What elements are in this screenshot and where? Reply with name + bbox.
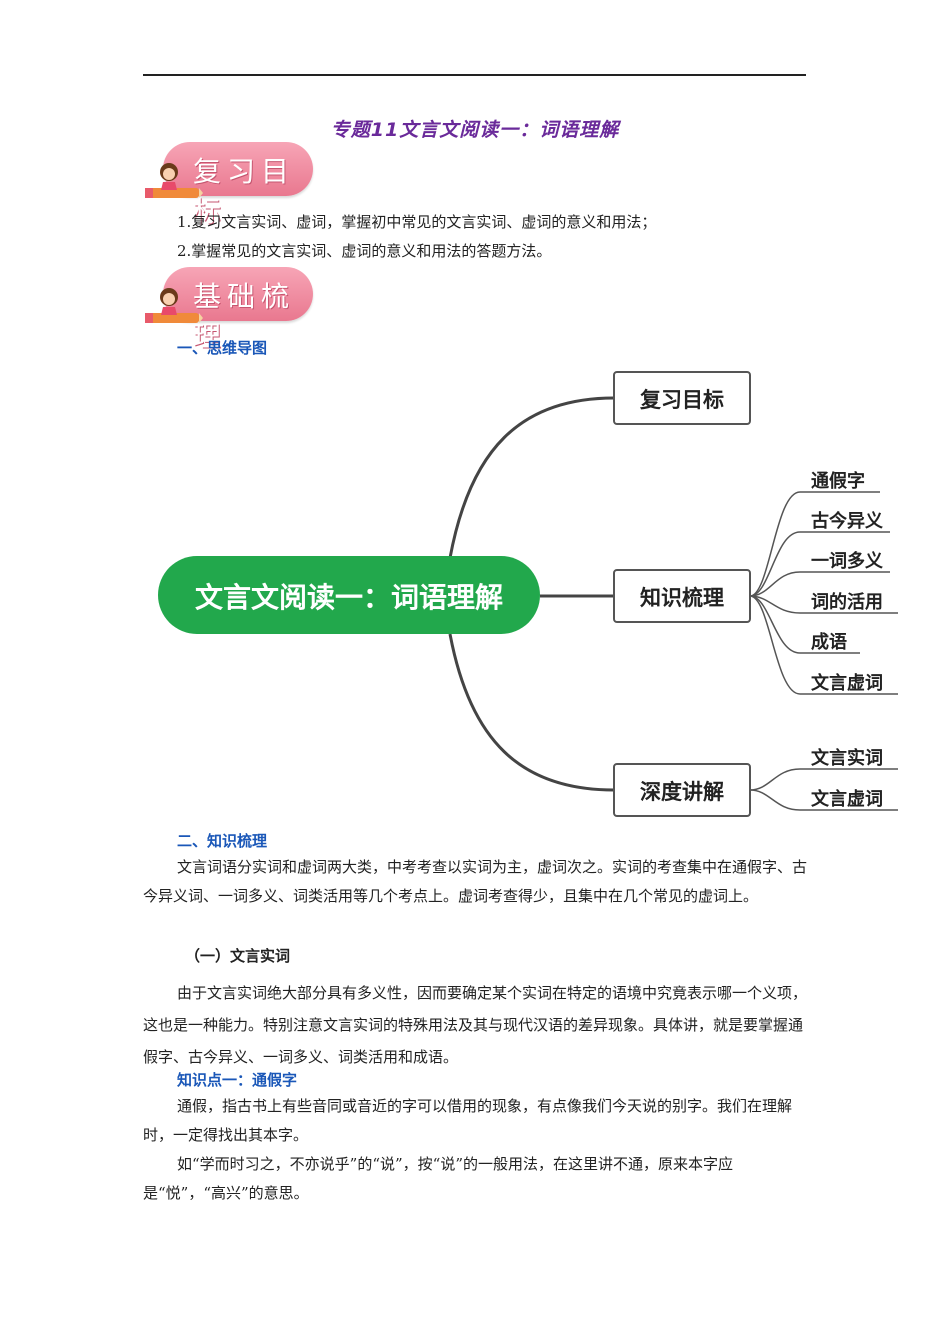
mind-map: 文言文阅读一：词语理解 复习目标 知识梳理 深度讲解 通假字 古今异义 一词多义… bbox=[158, 371, 898, 817]
leaf-node: 词的活用 bbox=[811, 591, 883, 613]
objective-item: 1.复习文言实词、虚词，掌握初中常见的文言实词、虚词的意义和用法； bbox=[177, 213, 657, 231]
document-title: 专题11文言文阅读一：词语理解 bbox=[330, 119, 620, 141]
badge-pill: 复习目标 bbox=[163, 142, 313, 228]
branch-node bbox=[613, 569, 751, 623]
intro-paragraph: 文言词语分实词和虚词两大类，中考考查以实词为主，虚词次之。实词的考查集中在通假字… bbox=[143, 858, 808, 905]
leaf-node: 文言实词 bbox=[811, 747, 883, 769]
badge-pill: 基础梳理 bbox=[163, 267, 313, 353]
leaf-node: 古今异义 bbox=[811, 510, 883, 532]
review-goals-badge: 复习目标 bbox=[143, 140, 315, 228]
tongjia-paragraph: 通假，指古书上有些音同或音近的字可以借用的现象，有点像我们今天说的别字。我们在理… bbox=[143, 1097, 793, 1144]
leaf-node: 一词多义 bbox=[811, 550, 883, 572]
girl-on-pencil-icon bbox=[145, 163, 203, 198]
badge-label: 复习目标 bbox=[193, 155, 296, 228]
branch-node-label: 知识梳理 bbox=[640, 586, 724, 610]
subsection-heading: （一）文言实词 bbox=[185, 947, 291, 965]
branch-connector bbox=[448, 633, 615, 792]
knowledge-point-heading: 知识点一：通假字 bbox=[177, 1071, 298, 1089]
girl-on-pencil-icon bbox=[145, 288, 203, 323]
section-heading-knowledge: 二、知识梳理 bbox=[177, 832, 268, 850]
tongjia-example: 如“学而时习之，不亦说乎”的“说”，按“说”的一般用法，在这里讲不通，原来本字应… bbox=[143, 1155, 734, 1202]
leaf-node: 成语 bbox=[811, 631, 847, 653]
header-rule bbox=[143, 74, 806, 76]
leaf-node: 通假字 bbox=[811, 470, 865, 492]
section-heading-mindmap: 一、思维导图 bbox=[177, 339, 268, 357]
branch-node bbox=[613, 371, 751, 425]
mindmap-center-node bbox=[158, 556, 540, 634]
shici-paragraph: 由于文言实词绝大部分具有多义性，因而要确定某个实词在特定的语境中究竟表示哪一个义… bbox=[143, 984, 808, 1066]
badge-label: 基础梳理 bbox=[193, 280, 296, 353]
branch-connector bbox=[448, 396, 615, 559]
leaf-node: 文言虚词 bbox=[811, 788, 883, 810]
branch-node bbox=[613, 763, 751, 817]
center-node-label: 文言文阅读一：词语理解 bbox=[195, 581, 503, 614]
leaf-node: 文言虚词 bbox=[811, 672, 883, 694]
branch-node-label: 深度讲解 bbox=[640, 780, 724, 804]
basics-badge: 基础梳理 bbox=[143, 265, 315, 353]
objective-item: 2.掌握常见的文言实词、虚词的意义和用法的答题方法。 bbox=[177, 242, 552, 260]
branch-node-label: 复习目标 bbox=[639, 388, 724, 412]
